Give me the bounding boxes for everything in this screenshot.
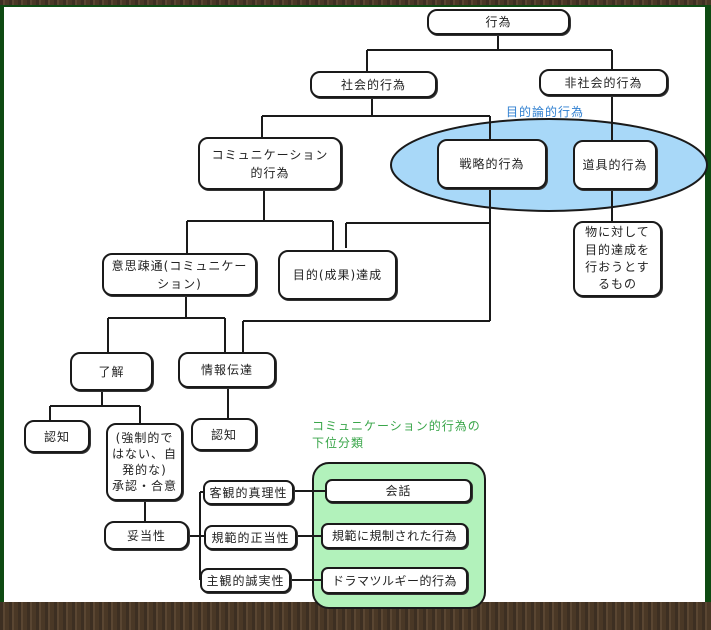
- node-validity[interactable]: 妥当性: [104, 521, 189, 550]
- subclass-label: コミュニケーション的行為の 下位分類: [312, 419, 481, 451]
- node-instrumental-desc[interactable]: 物に対して 目的達成を 行おうとす るもの: [573, 221, 662, 297]
- teleological-label: 目的論的行為: [506, 105, 585, 119]
- node-goal-achievement[interactable]: 目的(成果)達成: [278, 250, 397, 300]
- node-action[interactable]: 行為: [427, 9, 570, 35]
- node-info-transmission[interactable]: 情報伝達: [178, 352, 276, 388]
- node-social-action[interactable]: 社会的行為: [310, 71, 437, 98]
- node-cognition-1[interactable]: 認知: [24, 420, 90, 453]
- node-non-social-action[interactable]: 非社会的行為: [539, 69, 668, 96]
- node-dramaturgical[interactable]: ドラマツルギー的行為: [321, 567, 468, 594]
- node-mutual-understanding[interactable]: 意思疎通(コミュニケー ション): [102, 253, 257, 296]
- node-conversation[interactable]: 会話: [325, 479, 472, 503]
- node-agreement[interactable]: (強制的で はない、自 発的な) 承認・合意: [106, 423, 183, 501]
- node-strategic-action[interactable]: 戦略的行為: [437, 139, 547, 189]
- node-norm-regulated[interactable]: 規範に規制された行為: [321, 523, 468, 549]
- node-communicative-action[interactable]: コミュニケーション 的行為: [198, 137, 342, 190]
- node-instrumental-action[interactable]: 道具的行為: [573, 140, 657, 190]
- node-subjective-sincerity[interactable]: 主観的誠実性: [200, 568, 291, 593]
- node-normative-rightness[interactable]: 規範的正当性: [204, 525, 297, 550]
- node-understanding[interactable]: 了解: [70, 352, 153, 391]
- node-cognition-2[interactable]: 認知: [191, 418, 257, 451]
- diagram-frame: [0, 5, 711, 602]
- node-objective-truth[interactable]: 客観的真理性: [203, 480, 294, 505]
